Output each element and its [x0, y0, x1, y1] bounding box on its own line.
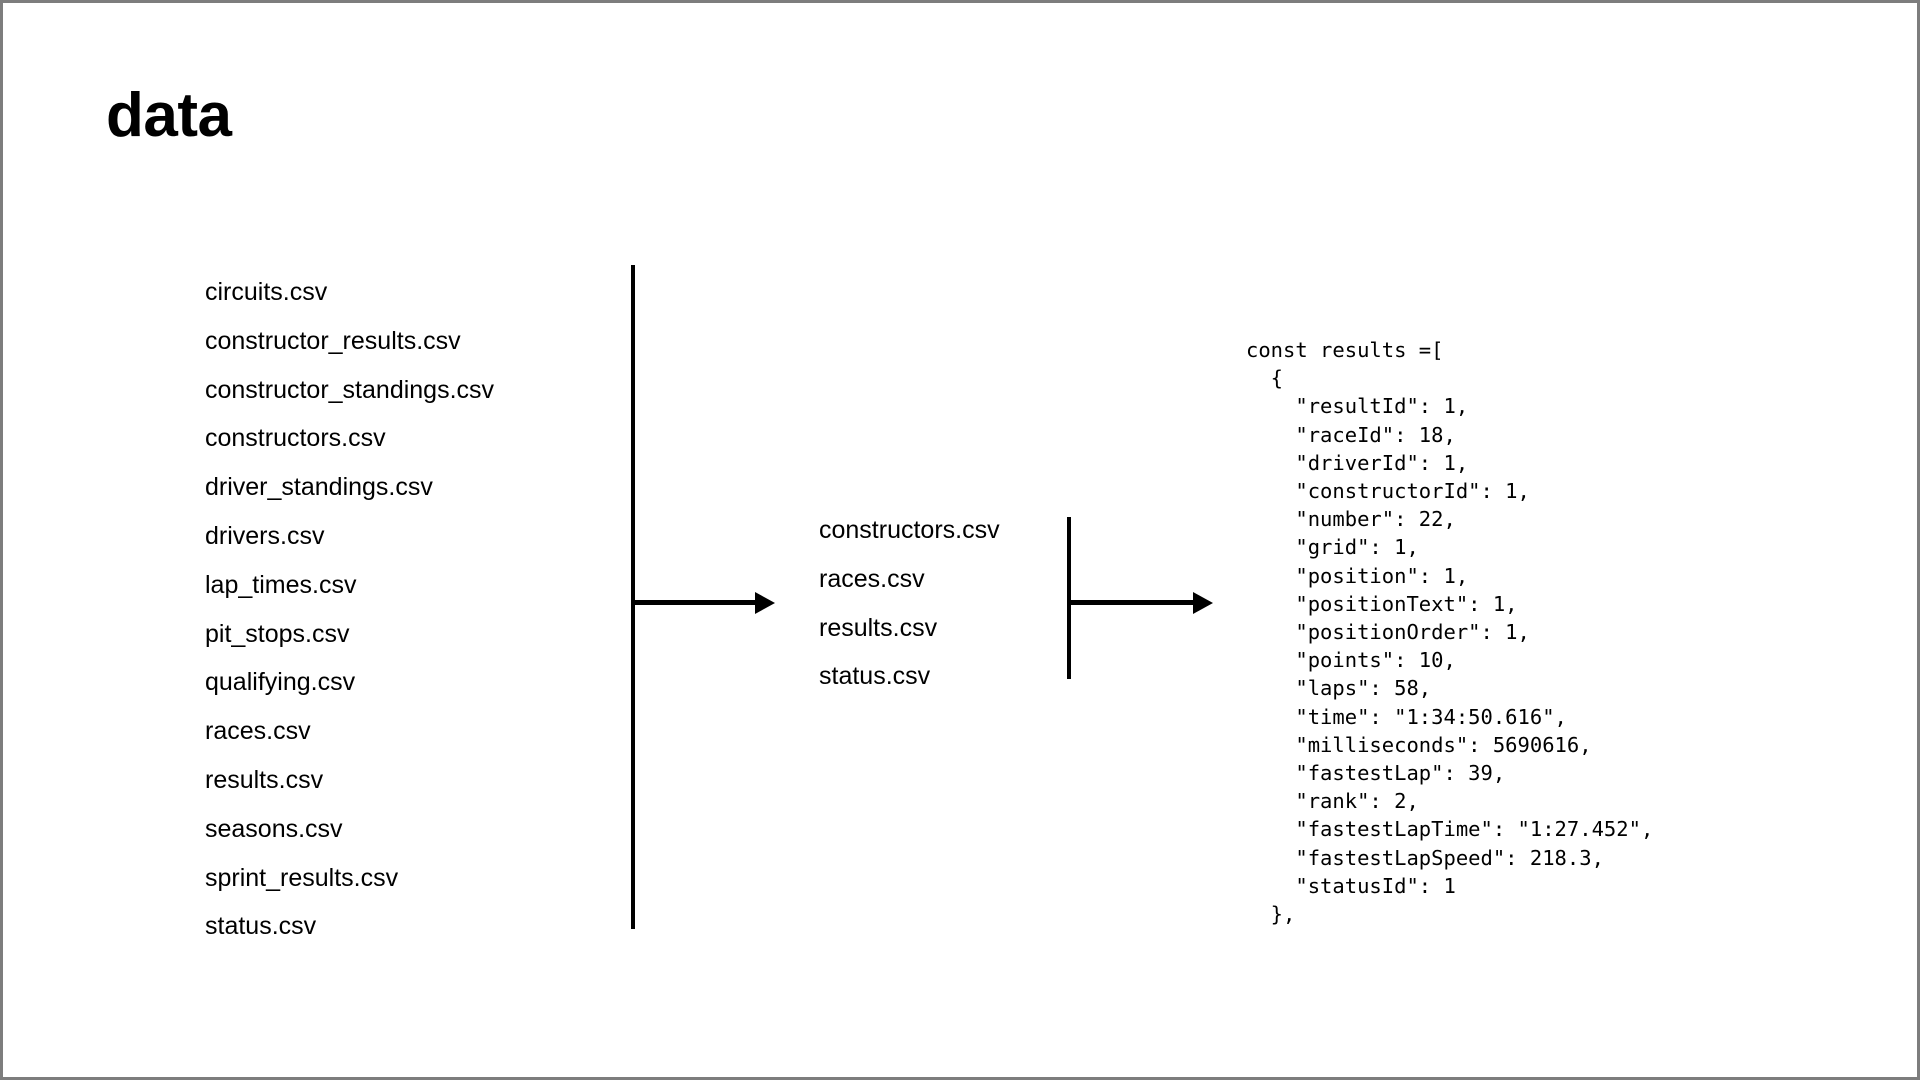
right-arrow-icon-stage-1 [633, 591, 775, 614]
filtered-file-list: constructors.csv races.csv results.csv stat… [819, 506, 1000, 701]
file-list-item: qualifying.csv [205, 668, 356, 697]
file-list-item: races.csv [205, 717, 311, 746]
file-list-item: results.csv [819, 613, 938, 642]
file-list-item: results.csv [205, 765, 324, 794]
file-list-item: pit_stops.csv [205, 619, 350, 648]
file-list-item: status.csv [819, 662, 931, 691]
file-list-item: constructors.csv [819, 516, 1000, 544]
file-list-item: status.csv [205, 912, 317, 941]
file-list-item: circuits.csv [205, 278, 328, 306]
code-block: const results =[ { "resultId": 1, "raceI… [1246, 338, 1654, 927]
file-list-item: races.csv [819, 564, 925, 593]
file-list-item: sprint_results.csv [205, 863, 399, 892]
arrow-head [1193, 591, 1213, 614]
arrow-head [755, 591, 775, 614]
arrow-shaft [633, 600, 757, 605]
file-list-item: drivers.csv [205, 521, 325, 550]
divider-line-1 [631, 265, 635, 929]
file-list-item: constructor_standings.csv [205, 375, 495, 404]
file-list-item: lap_times.csv [205, 570, 357, 599]
right-arrow-icon-stage-2 [1069, 591, 1213, 614]
file-list-item: seasons.csv [205, 814, 343, 843]
file-list-item: constructors.csv [205, 424, 386, 453]
divider-line-2 [1067, 517, 1071, 679]
file-list-item: constructor_results.csv [205, 326, 461, 355]
arrow-shaft [1069, 600, 1195, 605]
page-title: data [106, 81, 232, 150]
file-list-item: driver_standings.csv [205, 473, 433, 502]
